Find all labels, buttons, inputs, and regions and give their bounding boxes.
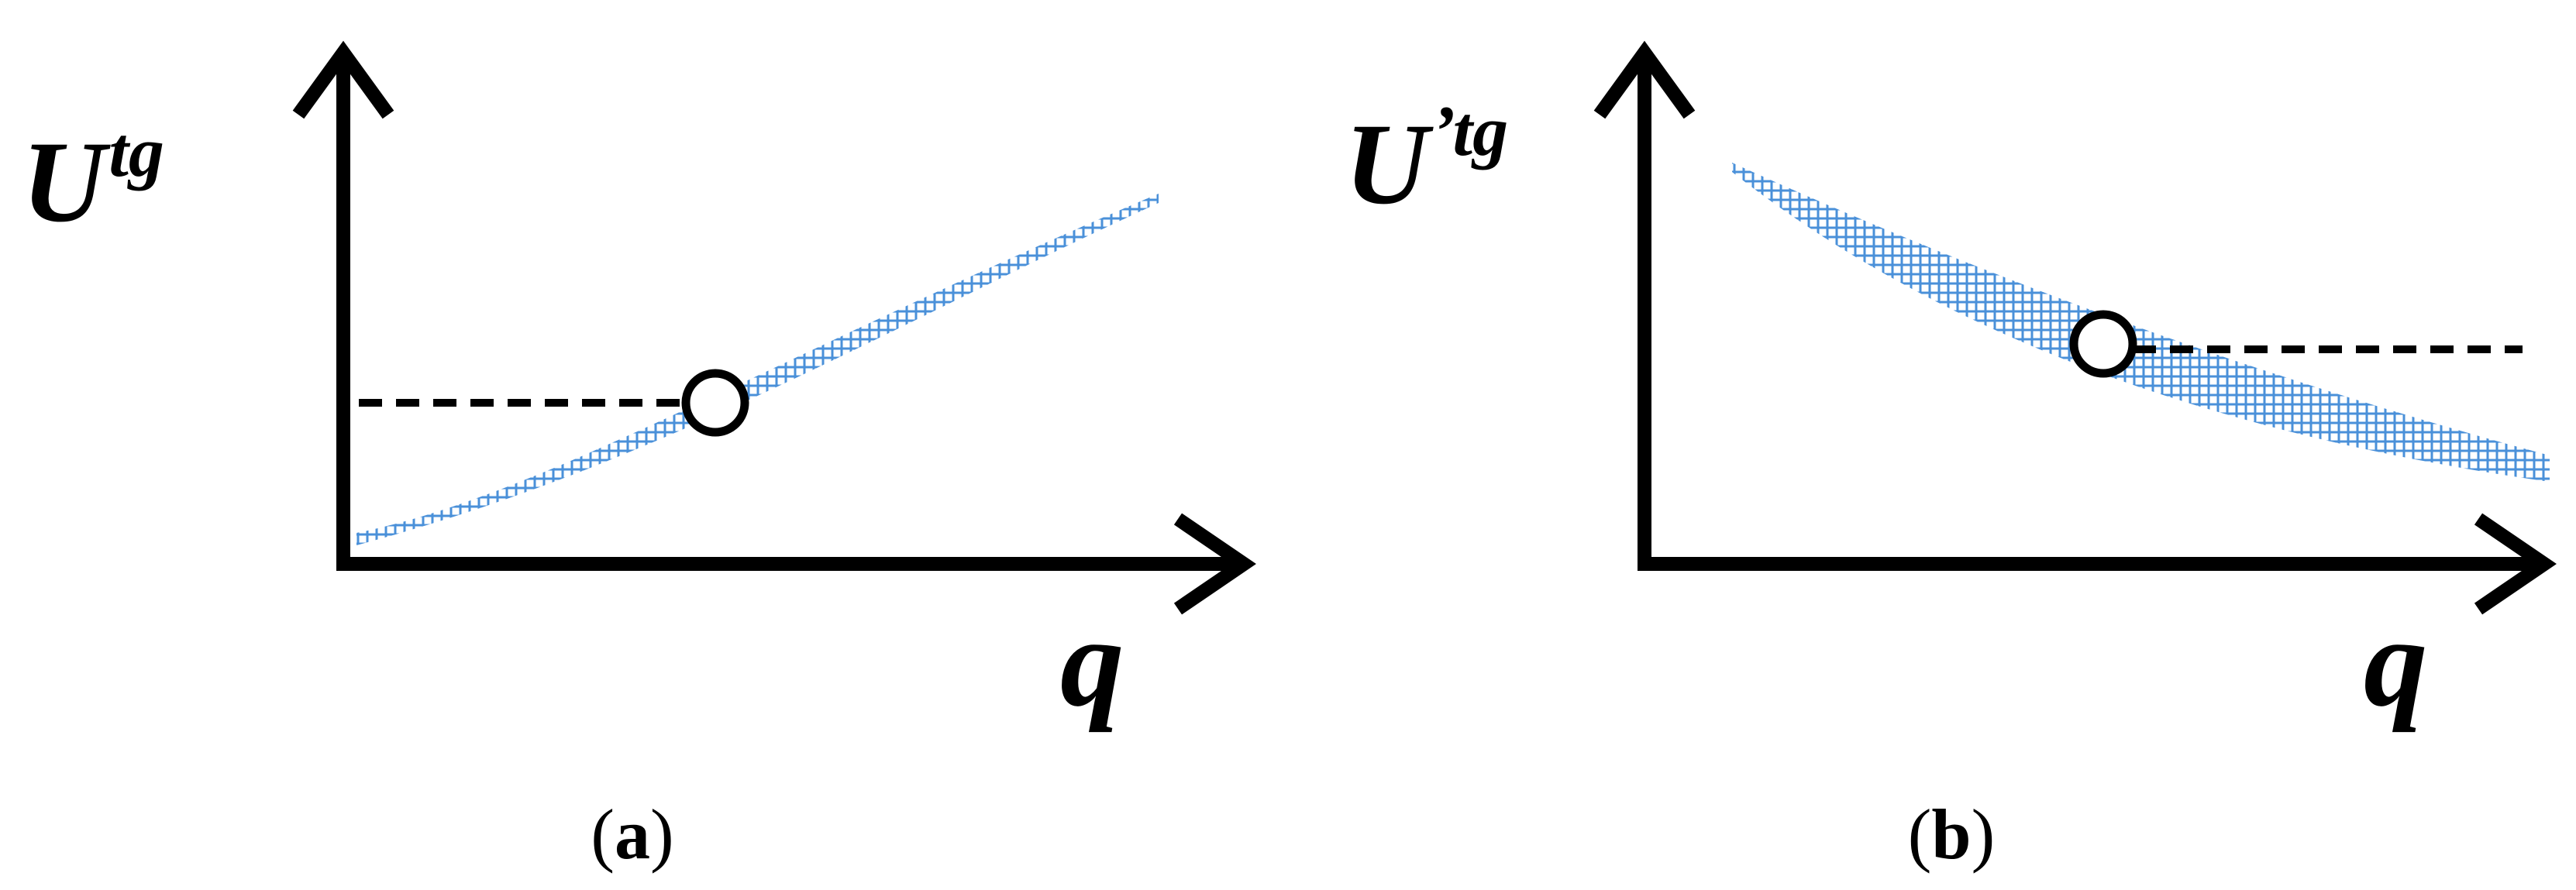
y-axis-label-b: U ’tg — [1345, 91, 1508, 229]
operating-point-marker-a — [681, 369, 749, 437]
panel-caption-b: (b) — [1908, 795, 1995, 874]
x-axis-arrowhead-b — [2474, 513, 2557, 615]
caption-letter-b: b — [1931, 795, 1971, 874]
y-axis-label-a: U tg — [22, 112, 164, 246]
y-axis-label-sup-b: ’tg — [1431, 91, 1508, 170]
operating-point-marker-b — [2069, 310, 2137, 378]
caption-letter-a: a — [615, 795, 650, 874]
uncertainty-band-b — [1732, 163, 2550, 482]
x-axis-arrowhead-a — [1173, 513, 1256, 615]
x-axis-label-a: q — [1060, 591, 1124, 733]
y-axis-label-main-b: U — [1345, 100, 1434, 229]
caption-open-paren-b: ( — [1908, 795, 1932, 874]
x-axis-label-b: q — [2364, 591, 2428, 733]
panel-a: U tg q (a) — [22, 40, 1256, 874]
caption-open-paren-a: ( — [591, 795, 615, 874]
caption-close-paren-b: ) — [1972, 795, 1996, 874]
y-axis-label-main-a: U — [22, 118, 111, 246]
panel-b: U ’tg q (b) — [1345, 40, 2557, 874]
caption-close-paren-a: ) — [650, 795, 674, 874]
y-axis-arrowhead-a — [292, 40, 394, 119]
panel-caption-a: (a) — [591, 795, 673, 874]
uncertainty-band-a — [356, 194, 1159, 545]
y-axis-label-sup-a: tg — [108, 112, 164, 191]
y-axis-arrowhead-b — [1593, 40, 1696, 119]
